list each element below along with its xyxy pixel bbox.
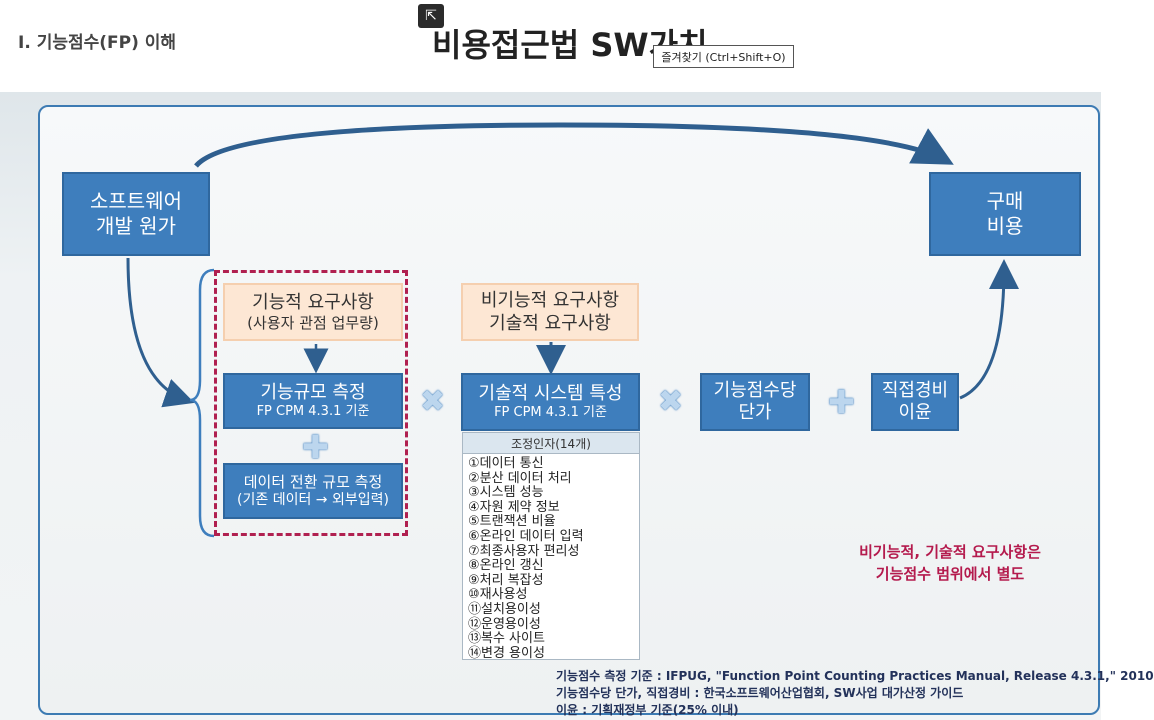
slide-header [0, 0, 1101, 92]
right-curve-arrow [959, 259, 1019, 400]
adjustment-factor-item: ⑩재사용성 [468, 587, 528, 603]
left-curve-arrow [126, 257, 195, 408]
plus-icon: ✚ [302, 428, 329, 466]
multiply-icon: ✖ [658, 384, 684, 419]
dev-cost-box: 소프트웨어 개발 원가 [62, 172, 210, 256]
nonfunctional-requirements-box: 비기능적 요구사항 기술적 요구사항 [461, 283, 639, 341]
functional-requirements-box: 기능적 요구사항 (사용자 관점 업무량) [223, 283, 403, 341]
footnote-3: 이윤 : 기획재정부 기준(25% 이내) [556, 703, 739, 717]
multiply-icon: ✖ [420, 384, 446, 419]
picture-in-picture-icon[interactable]: ⇱ [418, 4, 444, 28]
note-text: 비기능적, 기술적 요구사항은 기능점수 범위에서 별도 [859, 543, 1041, 583]
unit-cost-box: 기능점수당 단가 [700, 373, 810, 431]
adjustment-factor-item: ⑫운영용이성 [468, 616, 541, 632]
purchase-cost-box: 구매 비용 [929, 172, 1081, 256]
adjustment-factor-item: ③시스템 성능 [468, 485, 544, 501]
adjustment-factor-item: ④자원 제약 정보 [468, 499, 560, 515]
connector-arrows [126, 122, 1019, 538]
adjustment-factor-item: ⑨처리 복잡성 [468, 572, 544, 588]
adjustment-factor-item: ⑭변경 용이성 [468, 645, 545, 661]
footnote-2: 기능점수당 단가, 직접경비 : 한국소프트웨어산업협회, SW사업 대가산정 … [556, 686, 964, 700]
section-label: Ⅰ. 기능점수(FP) 이해 [18, 33, 177, 53]
adjustment-factor-item: ⑪설치용이성 [468, 601, 541, 617]
top-arc-arrow [194, 122, 954, 168]
adjustment-factor-item: ②분산 데이터 처리 [468, 470, 572, 486]
direct-expense-box: 직접경비 이윤 [871, 373, 959, 431]
adjustment-factor-item: ⑬복수 사이트 [468, 631, 545, 647]
left-bracket [189, 268, 215, 538]
adjustment-factor-item: ①데이터 통신 [468, 456, 544, 471]
function-size-box: 기능규모 측정 FP CPM 4.3.1 기준 [223, 373, 403, 429]
tooltip: 즐겨찾기 (Ctrl+Shift+O) [653, 45, 794, 68]
data-conversion-box: 데이터 전환 규모 측정 (기존 데이터 → 외부입력) [223, 463, 403, 519]
tech-system-box: 기술적 시스템 특성 FP CPM 4.3.1 기준 [461, 373, 640, 431]
adjustment-factor-item: ⑧온라인 갱신 [468, 558, 544, 574]
functional-scope-dashed-border [214, 270, 408, 536]
footnote-1: 기능점수 측정 기준 : IFPUG, "Function Point Coun… [556, 669, 1154, 683]
adjustment-factor-item: ⑦최종사용자 편리성 [468, 543, 580, 559]
adjustment-factor-item: ⑤트랜잭션 비율 [468, 514, 556, 530]
plus-icon: ✚ [828, 383, 855, 421]
adjustment-factor-item: ⑥온라인 데이터 입력 [468, 528, 584, 544]
adjustment-factors-header: 조정인자(14개) [463, 433, 639, 454]
